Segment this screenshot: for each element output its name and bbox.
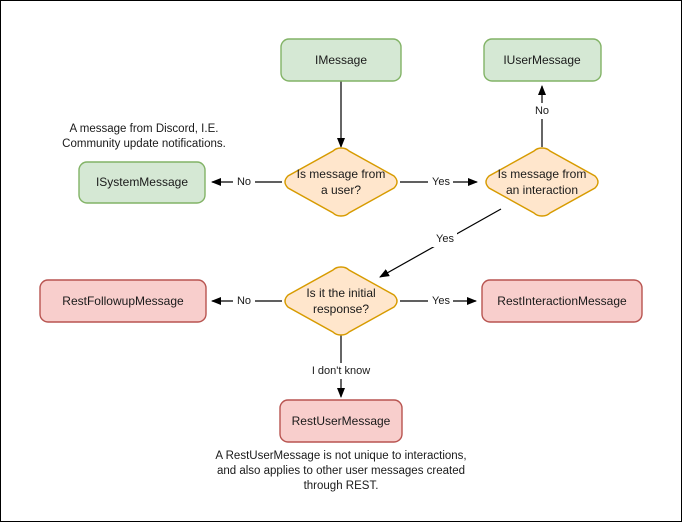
edge-label-yes-interaction: Yes — [432, 176, 450, 188]
edge-interaction-question-yes: Yes — [379, 208, 502, 278]
node-is-message-from-a-user[interactable]: Is message from a user? — [284, 147, 398, 217]
node-label-is-message-from-a-user-line2: a user? — [321, 183, 361, 197]
node-restinteractionmessage[interactable]: RestInteractionMessage — [481, 279, 643, 323]
edge-user-question-no: No — [211, 174, 282, 190]
note-rest-user-message-line3: through REST. — [304, 480, 379, 492]
edge-label-yes-restinteraction: Yes — [432, 295, 450, 307]
node-label-imessage: IMessage — [315, 53, 367, 67]
note-system-message: A message from Discord, I.E. Community u… — [62, 123, 226, 150]
edge-initial-response-no: No — [211, 293, 282, 309]
node-label-restfollowupmessage: RestFollowupMessage — [62, 294, 184, 308]
edge-initial-response-unknown: I don't know — [302, 325, 380, 398]
note-rest-user-message-line2: and also applies to other user messages … — [217, 465, 465, 477]
node-restfollowupmessage[interactable]: RestFollowupMessage — [39, 279, 207, 323]
node-iusermessage[interactable]: IUserMessage — [483, 38, 602, 82]
note-rest-user-message: A RestUserMessage is not unique to inter… — [215, 450, 466, 492]
node-label-iusermessage: IUserMessage — [503, 53, 581, 67]
node-label-is-it-the-initial-response-line1: Is it the initial — [306, 286, 375, 300]
edge-user-question-yes: Yes — [400, 174, 478, 190]
node-isystemmessage[interactable]: ISystemMessage — [78, 161, 206, 204]
note-system-message-line1: A message from Discord, I.E. — [70, 123, 219, 135]
node-is-it-the-initial-response[interactable]: Is it the initial response? — [284, 266, 398, 336]
edge-label-no-usermessage: No — [535, 105, 549, 117]
edge-initial-response-yes: Yes — [400, 293, 477, 309]
node-label-restusermessage: RestUserMessage — [292, 414, 391, 428]
node-label-is-it-the-initial-response-line2: response? — [313, 302, 369, 316]
node-imessage[interactable]: IMessage — [280, 38, 402, 82]
node-restusermessage[interactable]: RestUserMessage — [279, 399, 403, 443]
node-label-isystemmessage: ISystemMessage — [96, 175, 188, 189]
note-system-message-line2: Community update notifications. — [62, 138, 226, 150]
edge-label-i-dont-know: I don't know — [312, 365, 370, 377]
edge-label-yes-initial: Yes — [436, 233, 454, 245]
node-is-message-from-an-interaction[interactable]: Is message from an interaction — [485, 147, 599, 217]
edge-label-no-system: No — [237, 176, 251, 188]
note-rest-user-message-line1: A RestUserMessage is not unique to inter… — [215, 450, 466, 462]
edge-label-no-followup: No — [237, 295, 251, 307]
node-label-is-message-from-an-interaction-line1: Is message from — [498, 167, 587, 181]
node-label-restinteractionmessage: RestInteractionMessage — [497, 294, 627, 308]
edge-interaction-question-no: No — [531, 85, 553, 147]
node-label-is-message-from-an-interaction-line2: an interaction — [506, 183, 578, 197]
node-label-is-message-from-a-user-line1: Is message from — [297, 167, 386, 181]
